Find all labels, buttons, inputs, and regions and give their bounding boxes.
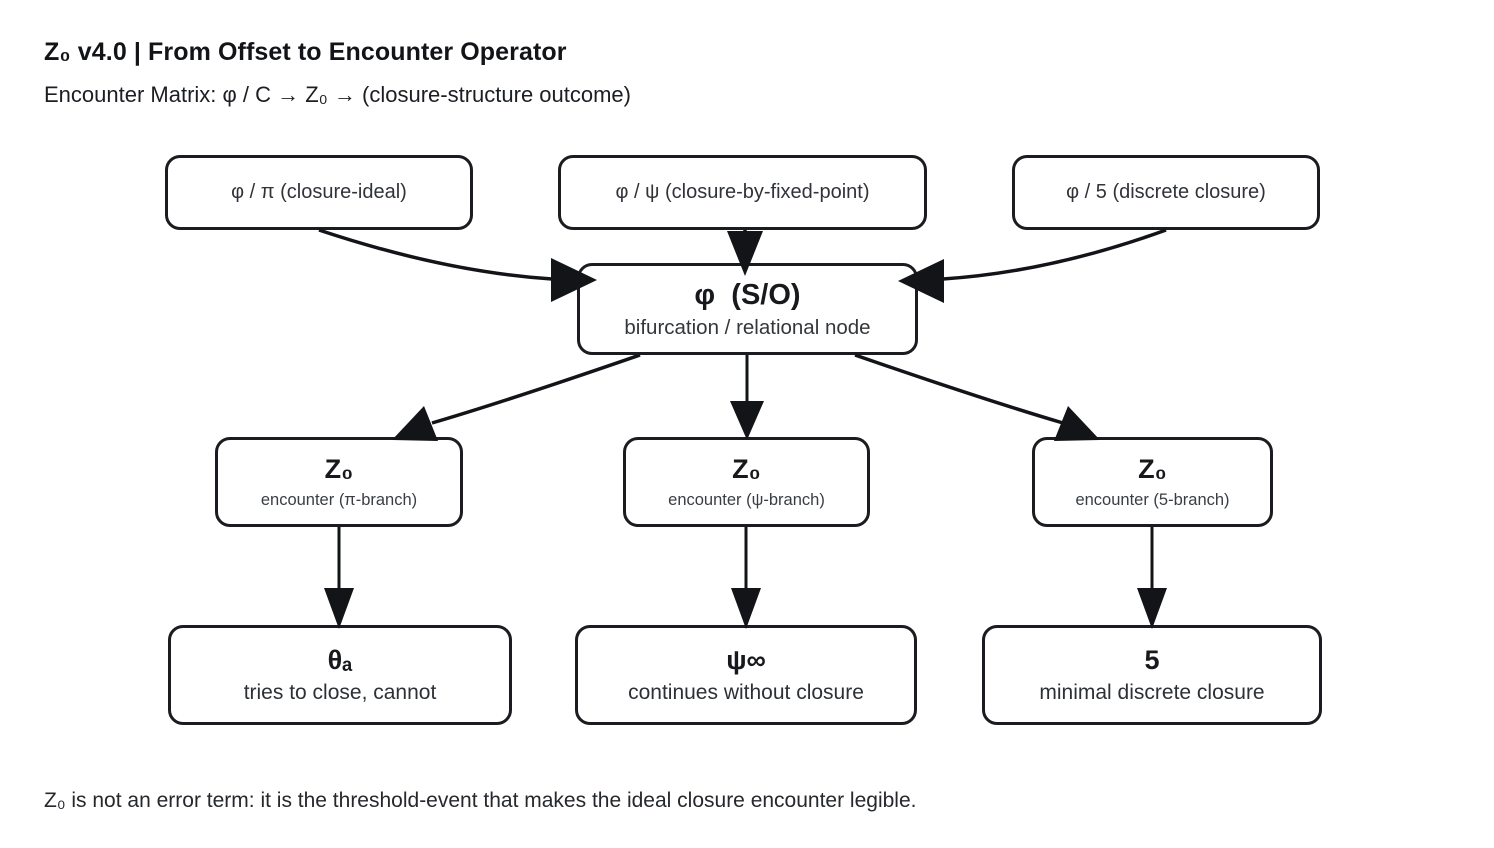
node-encounter-psi-label: Z₀ — [732, 454, 761, 485]
arrow-encounter-5-to-outcome-icon — [1137, 527, 1167, 629]
node-input-5: φ / 5 (discrete closure) — [1012, 155, 1320, 230]
node-outcome-psi-infinity: ψ∞ continues without closure — [575, 625, 917, 725]
node-hub-sublabel: bifurcation / relational node — [624, 316, 871, 340]
footer-note: Z₀ is not an error term: it is the thres… — [44, 789, 917, 812]
node-encounter-psi-sublabel: encounter (ψ-branch) — [668, 491, 825, 510]
node-encounter-psi-branch: Z₀ encounter (ψ-branch) — [623, 437, 870, 527]
node-encounter-5-label: Z₀ — [1138, 454, 1167, 485]
node-outcome-5-sublabel: minimal discrete closure — [1039, 681, 1265, 705]
node-hub-bifurcation: φ (S/O) bifurcation / relational node — [577, 263, 918, 355]
node-outcome-theta-label: θₐ — [327, 644, 353, 675]
node-input-psi: φ / ψ (closure-by-fixed-point) — [558, 155, 927, 230]
arrow-encounter-psi-to-outcome-icon — [731, 527, 761, 629]
page-subtitle: Encounter Matrix: φ / C → Z₀ → (closure-… — [44, 82, 631, 107]
node-input-psi-label: φ / ψ (closure-by-fixed-point) — [615, 181, 870, 203]
node-hub-label: φ (S/O) — [694, 279, 801, 312]
arrow-hub-to-encounter-psi-icon — [730, 355, 764, 440]
node-encounter-pi-branch: Z₀ encounter (π-branch) — [215, 437, 463, 527]
node-encounter-5-sublabel: encounter (5-branch) — [1075, 491, 1230, 510]
node-input-pi-label: φ / π (closure-ideal) — [231, 181, 407, 203]
node-outcome-psi-infinity-sublabel: continues without closure — [628, 681, 864, 705]
arrow-encounter-pi-to-outcome-icon — [324, 527, 354, 629]
node-encounter-5-branch: Z₀ encounter (5-branch) — [1032, 437, 1273, 527]
page-title: Z₀ v4.0 | From Offset to Encounter Opera… — [44, 38, 567, 66]
arrow-hub-to-encounter-5-icon — [854, 353, 1100, 441]
node-input-5-label: φ / 5 (discrete closure) — [1066, 181, 1266, 203]
node-outcome-5-label: 5 — [1144, 644, 1160, 675]
node-outcome-psi-infinity-label: ψ∞ — [726, 644, 766, 675]
arrow-hub-to-encounter-pi-icon — [392, 353, 641, 441]
node-outcome-theta: θₐ tries to close, cannot — [168, 625, 512, 725]
node-outcome-theta-sublabel: tries to close, cannot — [243, 681, 437, 705]
node-input-pi: φ / π (closure-ideal) — [165, 155, 473, 230]
arrow-input-pi-to-hub-icon — [318, 228, 597, 302]
node-encounter-pi-label: Z₀ — [324, 454, 354, 485]
node-encounter-pi-sublabel: encounter (π-branch) — [260, 491, 418, 510]
arrow-input-5-to-hub-icon — [898, 228, 1167, 303]
node-outcome-5: 5 minimal discrete closure — [982, 625, 1322, 725]
